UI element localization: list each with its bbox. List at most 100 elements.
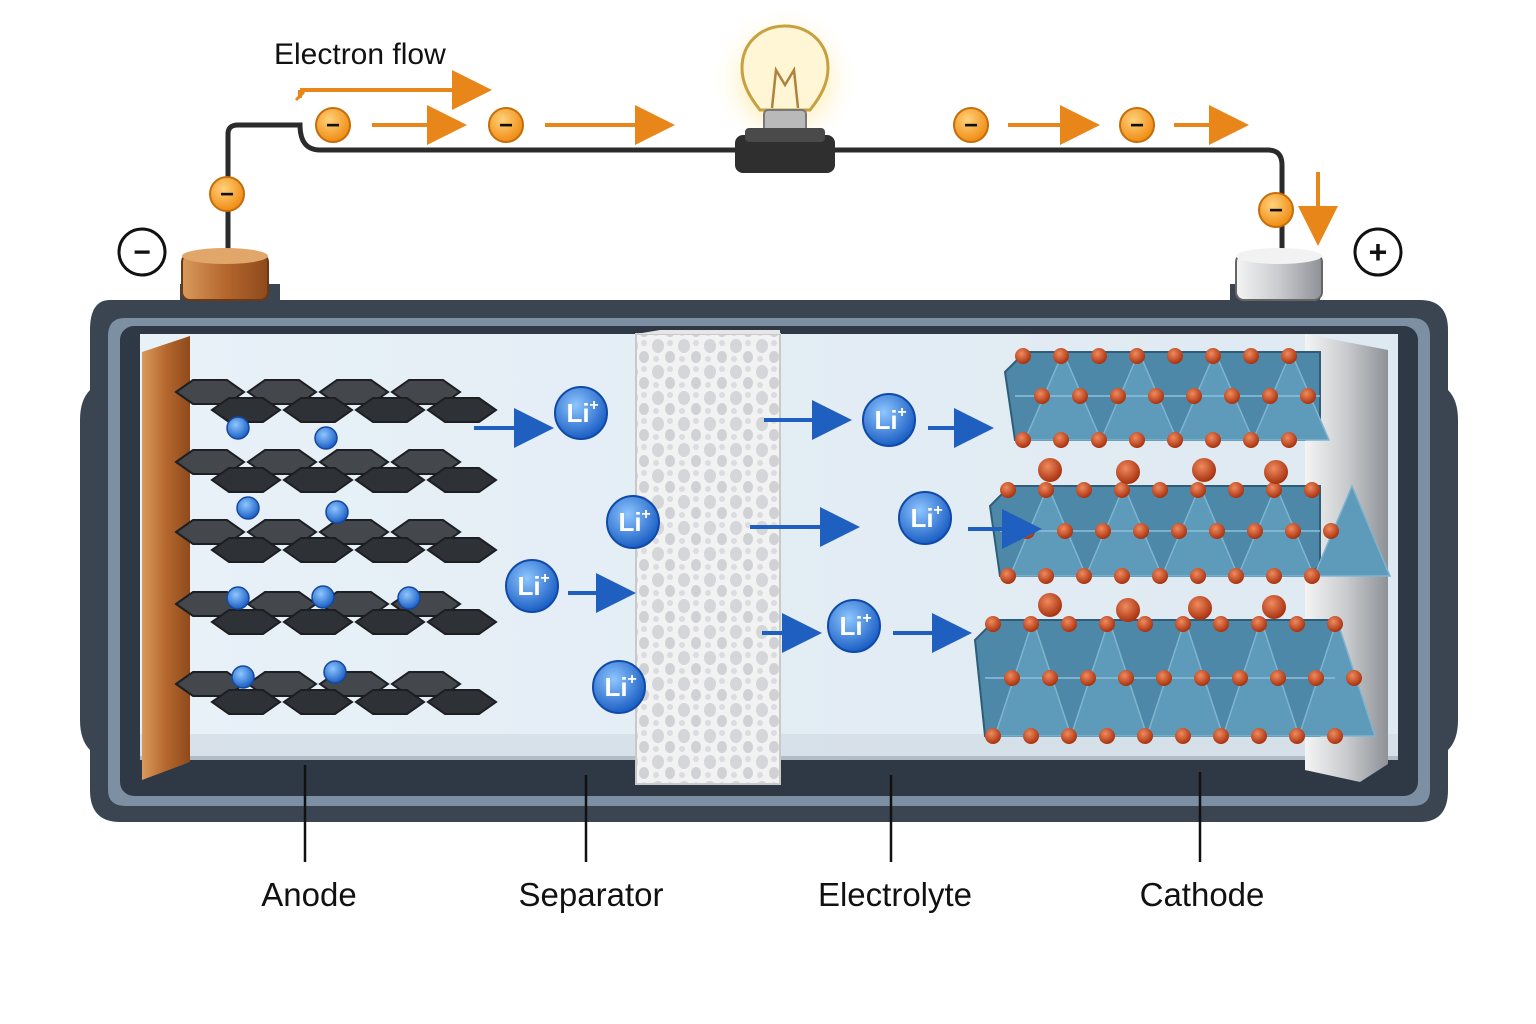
cathode-atom <box>1137 728 1153 744</box>
cathode-atom <box>1099 616 1115 632</box>
graphite-layer <box>174 519 498 563</box>
ion-charge: + <box>933 502 942 519</box>
anode-label: Anode <box>261 876 357 913</box>
cathode-terminal <box>1235 248 1323 301</box>
ion-label: Li <box>618 507 641 537</box>
cathode-atom <box>1076 482 1092 498</box>
cathode-atom <box>1190 568 1206 584</box>
cathode-atom <box>1213 728 1229 744</box>
electron-icon: − <box>209 176 245 212</box>
cathode-atom <box>1175 728 1191 744</box>
anode-terminal <box>181 248 269 301</box>
cathode-atom <box>1171 523 1187 539</box>
anode-current-collector <box>142 336 190 780</box>
cathode-interlayer-atom <box>1188 596 1212 620</box>
intercalated-lithium <box>226 586 250 610</box>
cathode-atom <box>1251 616 1267 632</box>
cathode-atom <box>1213 616 1229 632</box>
lithium-ion-icon: Li+ <box>898 491 952 545</box>
electrons: − − − − − − <box>209 107 1294 228</box>
intercalated-lithium <box>226 416 250 440</box>
svg-text:−: − <box>220 181 234 208</box>
cathode-atom <box>1152 568 1168 584</box>
electron-icon: − <box>488 107 524 143</box>
ion-label: Li <box>604 672 627 702</box>
cathode-atom <box>1194 670 1210 686</box>
cathode-atom <box>1110 388 1126 404</box>
ion-label: Li <box>874 405 897 435</box>
cathode-atom <box>1190 482 1206 498</box>
cathode-atom <box>1099 728 1115 744</box>
cathode-atom <box>1243 432 1259 448</box>
ion-charge: + <box>862 610 871 627</box>
ion-charge: + <box>641 506 650 523</box>
separator-label: Separator <box>518 876 664 913</box>
svg-text:−: − <box>499 112 513 139</box>
cathode-crystal <box>973 348 1392 744</box>
cathode-atom <box>1015 432 1031 448</box>
graphite-layer <box>174 379 498 423</box>
intercalated-lithium <box>231 665 255 689</box>
cathode-atom <box>1209 523 1225 539</box>
cathode-atom <box>1038 482 1054 498</box>
graphite-layer <box>174 591 498 635</box>
lithium-ions: Li+Li+Li+Li+Li+Li+Li+ <box>505 386 952 714</box>
electron-icon: − <box>1258 192 1294 228</box>
cathode-atom <box>1175 616 1191 632</box>
cathode-atom <box>1224 388 1240 404</box>
ion-arrows <box>474 400 1042 653</box>
cathode-atom <box>1232 670 1248 686</box>
cathode-atom <box>1323 523 1339 539</box>
cathode-atom <box>1327 728 1343 744</box>
cathode-atom <box>1285 523 1301 539</box>
separator <box>635 330 781 785</box>
cathode-atom <box>1091 348 1107 364</box>
cathode-atom <box>1114 568 1130 584</box>
svg-text:+: + <box>1369 234 1388 270</box>
positive-terminal-icon: + <box>1353 227 1403 277</box>
electron-icon: − <box>315 107 351 143</box>
electron-flow-label: Electron flow <box>274 38 446 71</box>
cathode-interlayer-atom <box>1192 458 1216 482</box>
svg-text:−: − <box>133 236 151 269</box>
svg-text:−: − <box>964 112 978 139</box>
leader-lines <box>303 765 1202 862</box>
ion-charge: + <box>627 671 636 688</box>
cathode-atom <box>1205 432 1221 448</box>
cathode-atom <box>1072 388 1088 404</box>
cathode-atom <box>1042 670 1058 686</box>
svg-text:−: − <box>1269 197 1283 224</box>
cathode-layer <box>973 616 1377 744</box>
cathode-atom <box>985 728 1001 744</box>
cathode-atom <box>1114 482 1130 498</box>
cathode-atom <box>1038 568 1054 584</box>
cathode-atom <box>1057 523 1073 539</box>
intercalated-lithium <box>397 586 421 610</box>
graphite-layer <box>174 671 498 715</box>
cathode-atom <box>1091 432 1107 448</box>
graphite-anode <box>174 379 498 715</box>
cathode-atom <box>1346 670 1362 686</box>
cathode-interlayer-atom <box>1264 460 1288 484</box>
cathode-atom <box>1023 616 1039 632</box>
electron-flow-title-arrow <box>298 90 480 98</box>
light-bulb-icon <box>710 5 860 173</box>
cathode-atom <box>1061 728 1077 744</box>
cathode-atom <box>1080 670 1096 686</box>
cathode-atom <box>1000 482 1016 498</box>
cathode-atom <box>1061 616 1077 632</box>
cathode-atom <box>1034 388 1050 404</box>
cathode-atom <box>1076 568 1092 584</box>
cathode-atom <box>1289 616 1305 632</box>
cathode-atom <box>1152 482 1168 498</box>
cathode-atom <box>1270 670 1286 686</box>
intercalated-lithium <box>236 496 260 520</box>
lithium-ion-icon: Li+ <box>862 393 916 447</box>
cathode-atom <box>1281 432 1297 448</box>
cathode-atom <box>1118 670 1134 686</box>
cathode-label: Cathode <box>1139 876 1265 913</box>
cathode-interlayer-atom <box>1262 595 1286 619</box>
cathode-atom <box>1095 523 1111 539</box>
electron-icon: − <box>953 107 989 143</box>
